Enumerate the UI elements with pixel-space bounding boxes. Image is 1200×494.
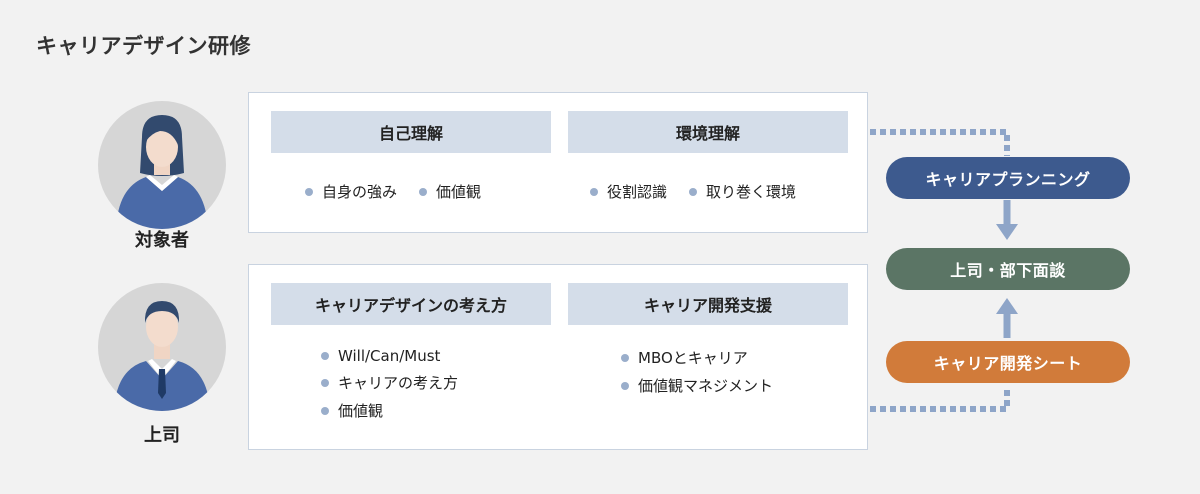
connector-manager-to-sheet [870, 388, 1010, 412]
list-item: 取り巻く環境 [689, 181, 796, 202]
manager-label: 上司 [144, 425, 180, 446]
career-planning-pill: キャリアプランニング [886, 157, 1130, 199]
employee-avatar [98, 101, 226, 229]
bullet-icon [621, 353, 629, 362]
list-item: 価値観 [321, 400, 458, 421]
list-item: Will/Can/Must [321, 347, 458, 365]
bullet-icon [305, 187, 313, 196]
category-self-understanding: 自己理解 [271, 111, 551, 153]
category-environment-understanding: 環境理解 [568, 111, 848, 153]
bullet-icon [419, 187, 428, 196]
connector-employee-to-planning [870, 129, 1010, 156]
list-item: MBOとキャリア [621, 347, 773, 368]
employee-panel: 自己理解 環境理解 自身の強み 価値観 役割認識 取り巻く環境 [248, 92, 868, 233]
environment-understanding-items: 役割認識 取り巻く環境 [590, 181, 796, 202]
bullet-icon [621, 381, 629, 390]
career-development-support-items: MBOとキャリア 価値観マネジメント [621, 347, 773, 396]
bullet-icon [590, 187, 598, 196]
bullet-icon [689, 187, 698, 196]
arrow-planning-to-meeting-head [996, 224, 1018, 240]
bullet-icon [321, 352, 329, 360]
list-item: 役割認識 [590, 181, 667, 202]
arrow-sheet-to-meeting-head [996, 298, 1018, 314]
list-item: 価値観マネジメント [621, 375, 773, 396]
career-design-thinking-items: Will/Can/Must キャリアの考え方 価値観 [321, 347, 458, 421]
category-career-development-support: キャリア開発支援 [568, 283, 848, 325]
bullet-icon [321, 378, 329, 387]
manager-panel: キャリアデザインの考え方 キャリア開発支援 Will/Can/Must キャリア… [248, 264, 868, 450]
manager-meeting-pill: 上司・部下面談 [886, 248, 1130, 290]
career-sheet-pill: キャリア開発シート [886, 341, 1130, 383]
self-understanding-items: 自身の強み 価値観 [305, 181, 481, 202]
bullet-icon [321, 406, 329, 415]
category-career-design-thinking: キャリアデザインの考え方 [271, 283, 551, 325]
list-item: 自身の強み [305, 181, 397, 202]
list-item: キャリアの考え方 [321, 372, 458, 393]
manager-avatar [98, 283, 226, 411]
employee-label: 対象者 [135, 230, 189, 251]
list-item: 価値観 [419, 181, 481, 202]
page-title: キャリアデザイン研修 [36, 34, 251, 58]
